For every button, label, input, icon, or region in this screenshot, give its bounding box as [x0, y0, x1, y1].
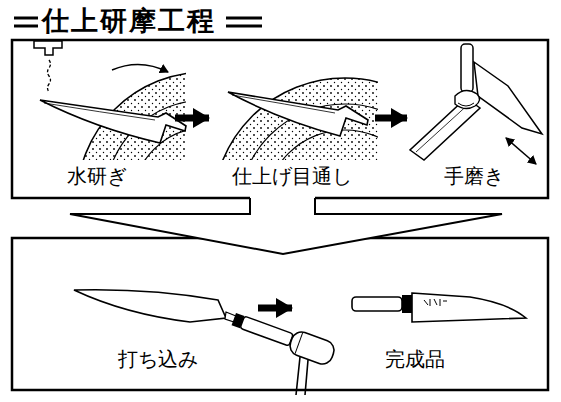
mallet-head: [295, 333, 303, 354]
title-rule: [226, 17, 262, 20]
flow-arrow: [258, 305, 292, 312]
step-label: 手磨き: [442, 164, 506, 188]
wheel-arc: [213, 78, 378, 160]
title-rule: [14, 25, 38, 28]
flow-arrow: [175, 115, 209, 122]
title-rule: [14, 17, 38, 20]
hand: [455, 90, 480, 108]
mallet: [287, 329, 337, 367]
process-panel: [12, 238, 548, 390]
hand-finger: [461, 44, 473, 92]
title-rule: [226, 25, 262, 28]
grinding-wheel: [213, 78, 378, 160]
blade-line: [44, 103, 155, 120]
flow-arrow: [70, 196, 502, 254]
rotation-arrow: [112, 64, 168, 72]
step-label: 仕上げ目通し: [230, 164, 354, 188]
flow-arrow: [70, 198, 502, 254]
step-label: 打ち込み: [116, 347, 200, 371]
diagram-title: 仕上研摩工程: [42, 5, 216, 37]
process-step: 手磨き: [410, 48, 538, 188]
grinding-wheel: [213, 78, 378, 160]
step-label: 水研ぎ: [65, 164, 129, 188]
water-tap: [34, 41, 62, 55]
motion-arrow: [506, 138, 536, 164]
maker-mark: [424, 299, 447, 306]
step-label: 完成品: [383, 347, 447, 371]
knife-blade: [228, 92, 368, 136]
knife-blade: [412, 293, 526, 322]
process-step: 打ち込み: [60, 245, 255, 371]
knife-handle: [232, 313, 294, 346]
handle-collar: [402, 295, 412, 313]
knife-handle: [352, 297, 402, 311]
blade-line: [232, 95, 335, 113]
hand: [458, 103, 474, 106]
mallet-handle: [296, 357, 308, 395]
process-step: 仕上げ目通し: [212, 48, 372, 188]
knife-blade: [40, 100, 186, 143]
process-step: 完成品: [295, 245, 535, 371]
wheel-arc: [265, 130, 378, 160]
flow-arrow: [375, 115, 407, 122]
knife-blade: [74, 290, 226, 322]
process-step: 水研ぎ: [22, 48, 172, 188]
knife-handle: [240, 316, 293, 346]
mallet-head: [287, 329, 337, 367]
knife-blade: [474, 62, 542, 134]
water-stream: [48, 60, 51, 92]
